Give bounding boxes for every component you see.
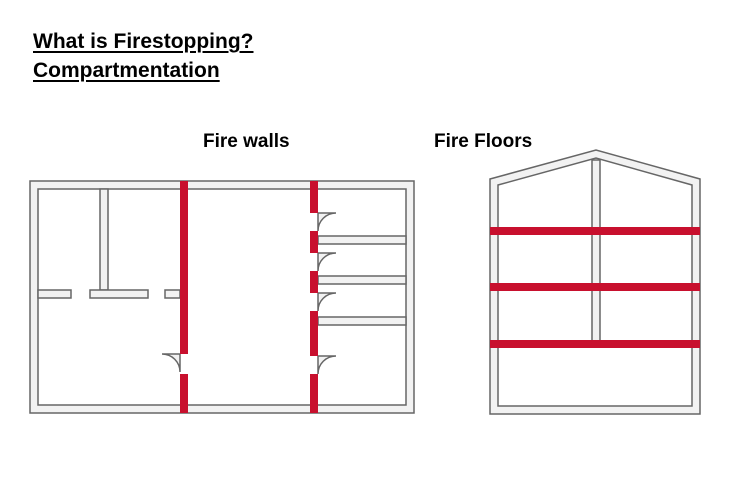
door-swing (317, 212, 337, 232)
door-swing (161, 353, 181, 373)
fire-wall (180, 181, 188, 354)
fire-wall (180, 374, 188, 413)
room-wall (317, 316, 407, 326)
fire-wall (310, 311, 318, 356)
fire-wall-barriers (180, 181, 318, 413)
fire-floor (490, 227, 700, 235)
outer-building (489, 149, 701, 415)
room-wall (164, 289, 181, 299)
room-wall (317, 275, 407, 285)
door-swing (317, 252, 337, 272)
slide-title: What is Firestopping? (33, 30, 254, 53)
fire-wall (310, 271, 318, 293)
fire-floor-barriers (490, 227, 700, 348)
fire-floors-section (489, 149, 701, 415)
fire-walls-label: Fire walls (203, 131, 290, 152)
fire-wall (310, 181, 318, 213)
outer-walls (29, 180, 415, 414)
fire-walls-plan (29, 180, 415, 414)
room-wall (317, 235, 407, 245)
room-wall (37, 289, 72, 299)
door-swing (317, 292, 337, 312)
fire-wall (310, 374, 318, 413)
fire-wall (310, 231, 318, 253)
fire-floor (490, 340, 700, 348)
door-swing (317, 355, 337, 375)
room-wall (99, 188, 109, 291)
fire-floor (490, 283, 700, 291)
slide-subtitle: Compartmentation (33, 59, 220, 82)
fire-floors-label: Fire Floors (434, 131, 533, 152)
room-wall (89, 289, 149, 299)
interior-wall (591, 159, 601, 348)
